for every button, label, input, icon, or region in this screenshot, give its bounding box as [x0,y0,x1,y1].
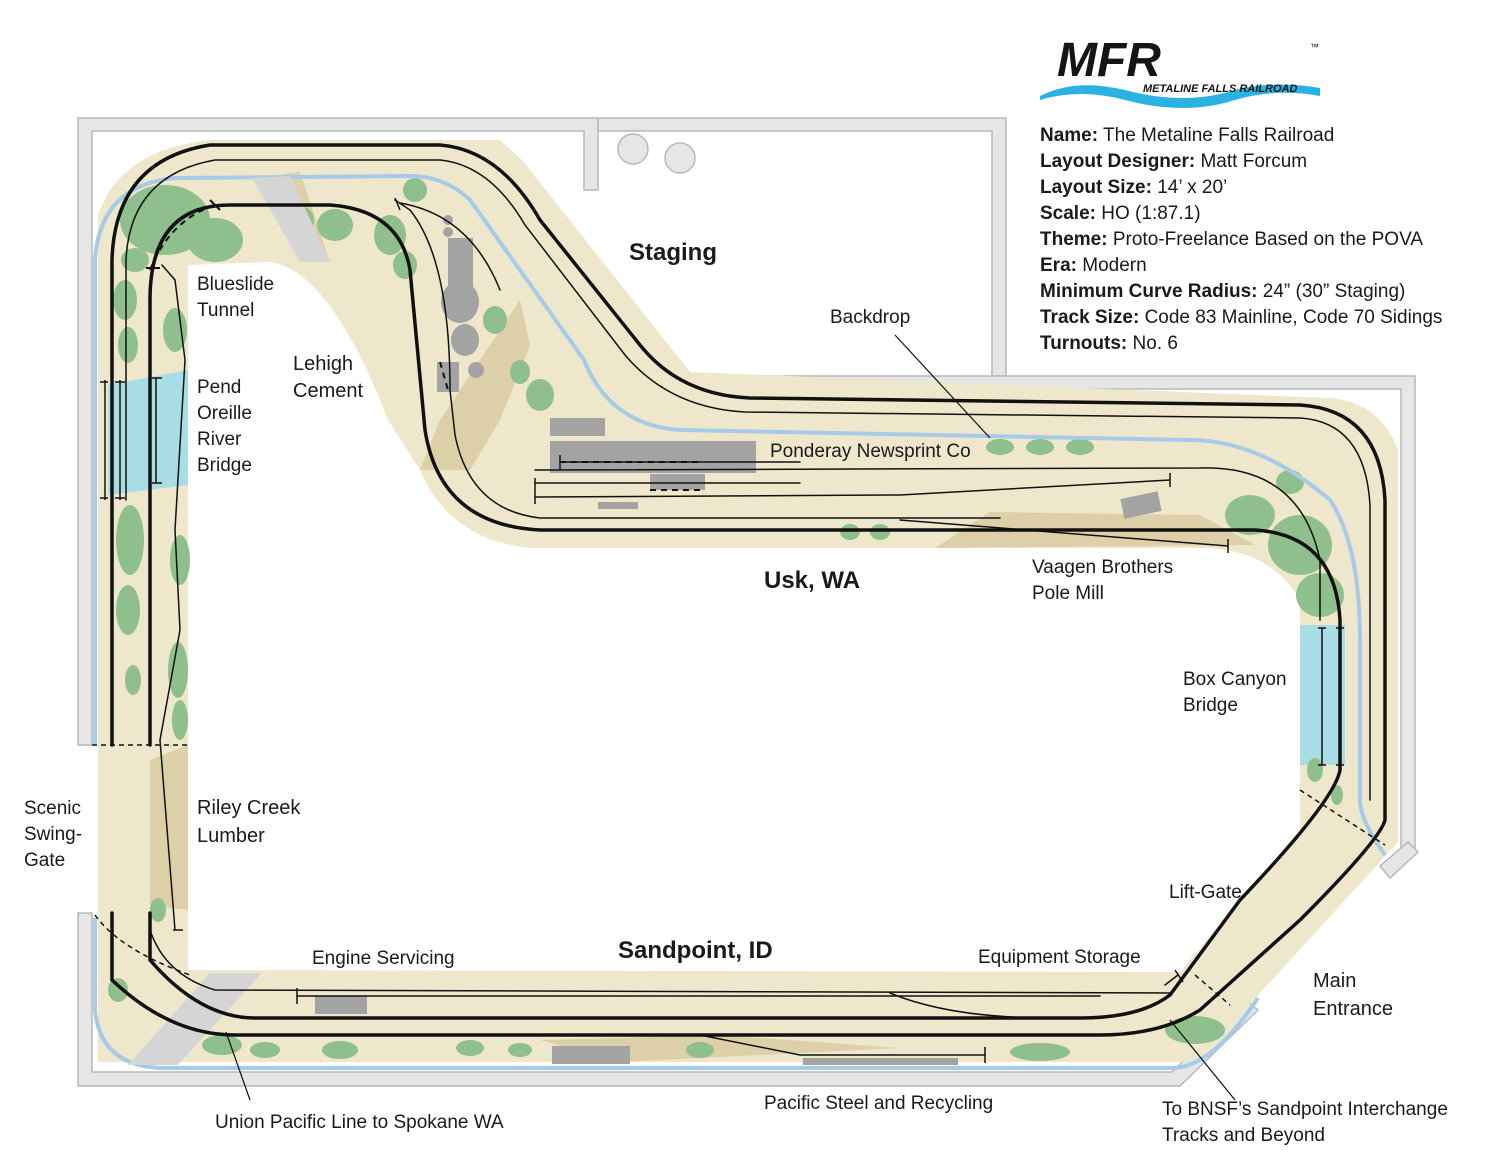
mainline [110,143,1387,1037]
info-row-turnouts: Turnouts: No. 6 [1040,331,1442,357]
label-staging: Staging [629,239,717,266]
info-key: Name: [1040,125,1099,146]
info-row-theme: Theme: Proto-Freelance Based on the POVA [1040,227,1442,253]
info-row-name: Name: The Metaline Falls Railroad [1040,123,1442,149]
label-blueslide-tunnel: Blueslide Tunnel [197,274,275,321]
label-bnsf: To BNSF’s Sandpoint Interchange Tracks a… [1162,1099,1448,1146]
pend-oreille-river [108,370,188,495]
wall-entrance-stub [1378,840,1420,880]
label-usk: Usk, WA [764,567,861,594]
label-lehigh-cement: Lehigh Cement [293,353,364,402]
info-value: Modern [1082,255,1147,276]
info-key: Layout Designer: [1040,151,1196,172]
access-aisles [128,176,330,1065]
ponderay-mill [550,441,756,473]
label-engine-servicing: Engine Servicing [312,948,455,969]
info-key: Theme: [1040,229,1108,250]
info-row-track: Track Size: Code 83 Mainline, Code 70 Si… [1040,305,1442,331]
buildings [315,215,1162,1065]
info-key: Scale: [1040,203,1096,224]
label-scenic-swing-gate: Scenic Swing- Gate [24,798,83,871]
label-main-entrance: Main Entrance [1313,970,1394,1020]
track [110,143,1387,1056]
mfr-logo: MFR ™ METALINE FALLS RAILROAD [1035,34,1325,108]
layout-info-block: Name: The Metaline Falls Railroad Layout… [1040,123,1442,357]
info-key: Turnouts: [1040,333,1128,354]
info-key: Layout Size: [1040,177,1152,198]
mfr-logo-graphic: MFR ™ METALINE FALLS RAILROAD [1040,34,1320,108]
logo-mark: MFR [1057,38,1161,87]
label-ponderay: Ponderay Newsprint Co [770,441,971,462]
info-value: Matt Forcum [1200,151,1308,172]
gate-lines [92,744,1386,1006]
pacific-steel [552,1046,630,1064]
info-row-size: Layout Size: 14’ x 20’ [1040,175,1442,201]
label-pend-oreille-bridge: Pend Oreille River Bridge [197,377,252,476]
info-row-era: Era: Modern [1040,253,1442,279]
info-value: Proto-Freelance Based on the POVA [1112,229,1424,250]
label-backdrop: Backdrop [830,307,911,328]
label-box-canyon: Box Canyon Bridge [1183,669,1287,716]
info-value: Code 83 Mainline, Code 70 Sidings [1144,307,1443,328]
info-key: Era: [1040,255,1077,276]
logo-tm: ™ [1310,42,1319,52]
info-key: Track Size: [1040,307,1140,328]
backdrop-line [93,173,1387,857]
benchwork [98,140,1398,1062]
info-value: 14’ x 20’ [1157,177,1228,198]
info-key: Minimum Curve Radius: [1040,281,1258,302]
staging-tanks [617,133,696,174]
logo-tagline: METALINE FALLS RAILROAD [1143,83,1297,95]
label-union-pacific: Union Pacific Line to Spokane WA [215,1112,504,1133]
info-value: HO (1:87.1) [1101,203,1201,224]
trees [108,178,1344,1061]
wall-top-left [77,117,599,746]
info-row-scale: Scale: HO (1:87.1) [1040,201,1442,227]
label-riley-creek: Riley Creek Lumber [197,797,301,847]
info-row-designer: Layout Designer: Matt Forcum [1040,149,1442,175]
info-value: The Metaline Falls Railroad [1103,125,1335,146]
info-value: No. 6 [1132,333,1178,354]
info-row-curve: Minimum Curve Radius: 24” (30” Staging) [1040,279,1442,305]
label-vaagen: Vaagen Brothers Pole Mill [1032,557,1174,604]
engine-house [315,996,367,1014]
leader-lines [225,334,1236,1101]
label-equipment-storage: Equipment Storage [978,947,1141,968]
tunnel-dashed-track [149,204,705,491]
label-lift-gate: Lift-Gate [1169,882,1242,903]
track-bumpers [100,197,1344,1063]
label-pacific-steel: Pacific Steel and Recycling [764,1093,994,1114]
info-value: 24” (30” Staging) [1262,281,1406,302]
label-sandpoint: Sandpoint, ID [618,937,773,964]
inner-mainline [148,203,1342,1020]
vaagen-shed [1120,491,1162,519]
